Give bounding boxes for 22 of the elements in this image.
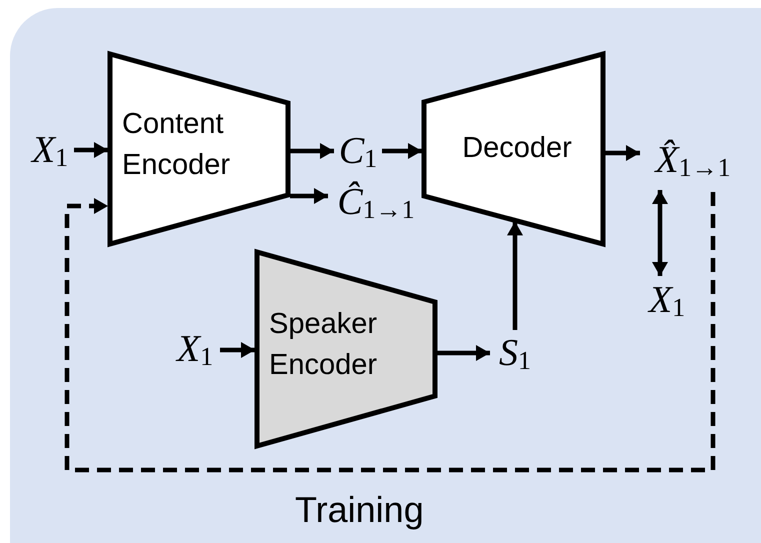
arrow: [382, 143, 422, 159]
math-symbol: S$_{1}$: [490, 330, 540, 376]
arrow: [605, 145, 640, 161]
arrow: [507, 221, 523, 330]
panel-title: Training: [295, 490, 424, 530]
double-arrow: [652, 190, 668, 276]
arrow: [74, 142, 108, 158]
math-symbol: X$_{1}$: [642, 278, 692, 322]
dashed-arrow: [64, 192, 716, 472]
arrow: [290, 188, 328, 204]
math-symbol: Ĉ$_{1→1}$: [328, 176, 424, 228]
math-symbol: X$_{1}$: [26, 128, 74, 172]
panel-background: [10, 8, 761, 543]
block-label: Speaker Encoder: [269, 307, 378, 383]
arrow: [220, 342, 255, 358]
math-symbol: X$_{1}$: [170, 327, 220, 371]
math-symbol: C$_{1}$: [334, 129, 382, 173]
arrow: [290, 143, 334, 159]
math-symbol: X̂$_{1→1}$: [640, 132, 746, 188]
arrow: [437, 345, 490, 361]
block-label: Decoder: [461, 131, 573, 166]
block-label: Content Encoder: [122, 107, 232, 183]
